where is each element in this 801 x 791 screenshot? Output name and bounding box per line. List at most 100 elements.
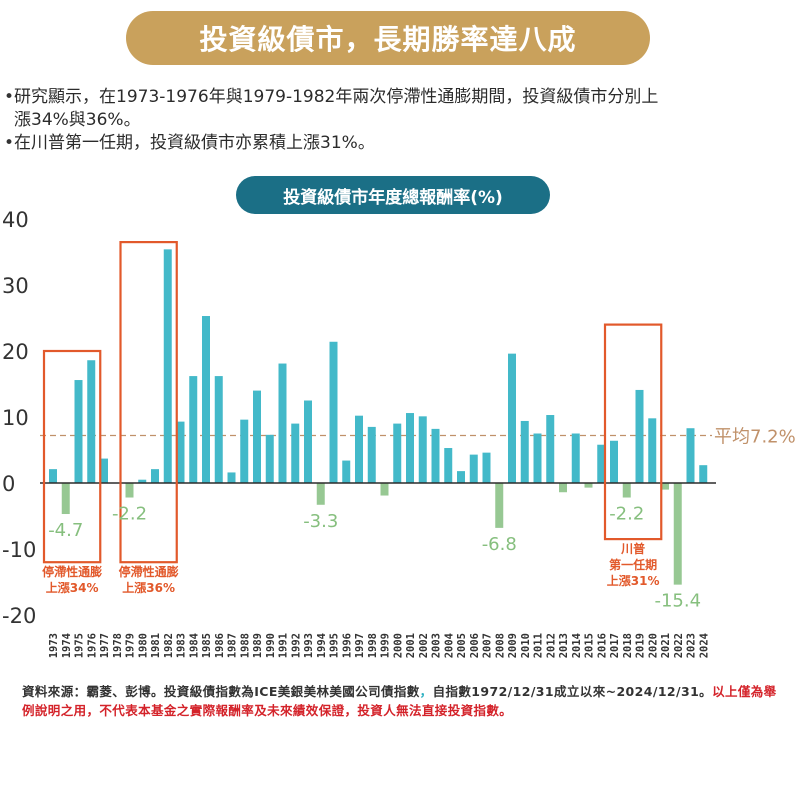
x-tick-label: 2022 (673, 633, 685, 658)
x-tick-label: 1980 (137, 633, 149, 658)
bar-2013 (559, 483, 567, 493)
highlight-label: 停滯性通膨 (42, 564, 102, 579)
x-tick-label: 2019 (635, 633, 647, 658)
bar-1996 (342, 460, 351, 483)
x-tick-label: 1987 (227, 633, 239, 658)
bar-2008 (495, 483, 504, 528)
x-tick-label: 1999 (380, 633, 392, 658)
highlight-label: 停滯性通膨 (119, 564, 179, 579)
value-label: -3.3 (303, 511, 338, 532)
value-label: -2.2 (112, 504, 147, 525)
x-tick-label: 2016 (596, 633, 608, 658)
bar-1989 (253, 390, 261, 483)
x-tick-label: 2009 (507, 633, 519, 658)
footer-disclaimer: 以上僅為舉例說明之用，不代表本基金之實際報酬率及未來績效保證，投資人無法直接投資… (22, 684, 777, 718)
footer-source: 資料來源：霸菱、彭博。投資級債指數為ICE美銀美林美國公司債指數 (22, 684, 420, 699)
bar-2001 (406, 413, 414, 483)
bar-2000 (393, 423, 402, 483)
x-tick-label: 2021 (660, 633, 672, 658)
y-tick-label: -10 (2, 538, 36, 562)
highlight-label: 上漲36% (122, 580, 175, 595)
bar-1984 (189, 376, 198, 483)
x-tick-label: 2020 (647, 633, 659, 658)
x-tick-label: 2002 (418, 633, 430, 658)
x-tick-label: 1997 (354, 633, 366, 658)
x-tick-label: 2005 (456, 633, 468, 658)
bar-2005 (457, 471, 465, 483)
bar-1982 (163, 249, 172, 483)
x-tick-label: 2001 (405, 633, 417, 658)
average-label: 平均7.2% (714, 426, 796, 447)
value-label: -15.4 (654, 591, 701, 612)
x-tick-label: 1981 (150, 633, 162, 658)
highlight-box (42, 349, 102, 564)
y-tick-label: 20 (2, 340, 29, 364)
bar-2017 (610, 440, 618, 483)
x-tick-label: 2014 (571, 633, 583, 658)
bar-2020 (648, 418, 657, 483)
bar-2023 (686, 428, 695, 483)
x-tick-label: 2000 (392, 633, 404, 658)
x-tick-label: 1988 (239, 633, 251, 658)
bar-1991 (278, 363, 287, 483)
x-tick-label: 2023 (686, 633, 698, 658)
bar-1976 (87, 360, 96, 483)
x-tick-label: 1992 (290, 633, 302, 658)
bar-1988 (240, 419, 249, 483)
value-label: -4.7 (48, 520, 83, 541)
bullet-text: 漲34%與36%。 (14, 110, 141, 130)
x-tick-label: 1996 (341, 633, 353, 658)
bar-2021 (661, 483, 669, 490)
x-tick-label: 1991 (278, 633, 290, 658)
bar-1997 (355, 415, 363, 483)
highlight-label: 上漲31% (607, 573, 660, 588)
x-tick-label: 1993 (303, 633, 315, 658)
x-tick-label: 2004 (443, 633, 455, 658)
bar-2015 (584, 483, 593, 488)
bullet-text: 在川普第一任期，投資級債市亦累積上漲31%。 (14, 133, 375, 153)
bar-2002 (418, 416, 427, 483)
bar-1994 (316, 483, 325, 505)
bar-2019 (635, 389, 644, 483)
value-label: -6.8 (482, 534, 517, 555)
bar-2024 (699, 465, 708, 483)
bar-2022 (673, 483, 682, 585)
x-tick-label: 2013 (558, 633, 570, 658)
footer-separator: ， (419, 684, 433, 699)
x-tick-label: 1973 (48, 633, 60, 658)
x-tick-label: 1994 (316, 633, 328, 658)
bar-2006 (469, 454, 478, 483)
bar-1973 (49, 469, 57, 483)
bullet-text: 研究顯示，在1973-1976年與1979-1982年兩次停滯性通膨期間，投資級… (14, 87, 659, 107)
highlight-box (119, 240, 178, 564)
bar-1995 (329, 341, 338, 483)
bar-1975 (74, 380, 83, 483)
y-tick-label: 30 (2, 274, 29, 298)
x-tick-label: 2012 (545, 633, 557, 658)
bar-2018 (622, 483, 631, 498)
bar-2016 (597, 444, 606, 483)
bullet-list: 研究顯示，在1973-1976年與1979-1982年兩次停滯性通膨期間，投資級… (4, 86, 794, 155)
highlight-box (603, 323, 663, 541)
bar-1974 (61, 483, 70, 515)
x-tick-label: 2007 (482, 633, 494, 658)
bar-2014 (571, 433, 580, 483)
bar-2011 (533, 433, 542, 483)
bar-2010 (520, 420, 529, 483)
x-tick-label: 1977 (99, 633, 111, 658)
bar-1999 (380, 483, 389, 496)
chart-subtitle: 投資級債市年度總報酬率(%) (236, 176, 550, 214)
x-tick-label: 1976 (86, 633, 98, 658)
highlight-label: 上漲34% (46, 580, 99, 595)
x-tick-label: 1998 (367, 633, 379, 658)
x-tick-label: 2008 (494, 633, 506, 658)
x-tick-label: 1985 (201, 633, 213, 658)
bar-1979 (125, 483, 134, 498)
x-tick-label: 2015 (584, 633, 596, 658)
x-tick-label: 1983 (176, 633, 188, 658)
highlight-label: 川普 (620, 541, 645, 556)
y-tick-label: 40 (2, 208, 29, 232)
bar-1980 (138, 479, 147, 483)
x-tick-label: 1974 (61, 633, 73, 658)
